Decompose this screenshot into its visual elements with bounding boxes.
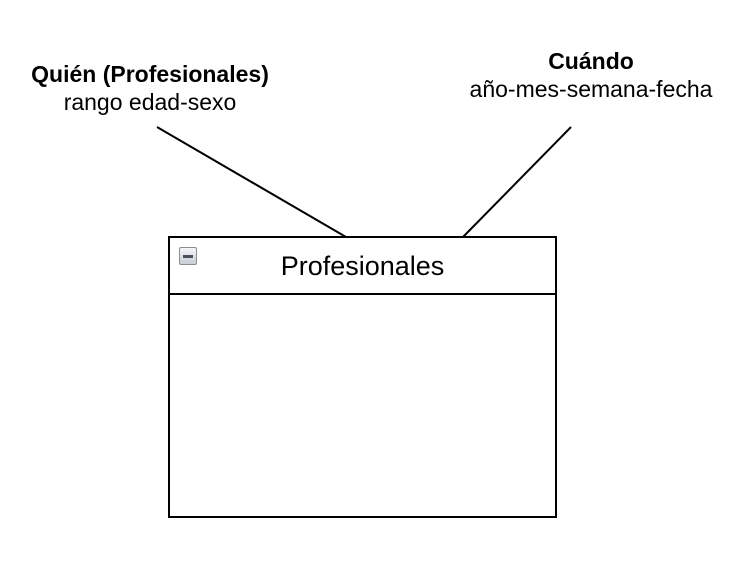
when-subtitle: año-mes-semana-fecha xyxy=(469,76,713,102)
who-title: Quién (Profesionales) xyxy=(31,61,269,87)
entity-title: Profesionales xyxy=(280,251,445,281)
when-annotation: Cuándo año-mes-semana-fecha xyxy=(440,47,742,103)
entity-body xyxy=(170,295,555,516)
connector-when xyxy=(462,126,572,238)
connector-who xyxy=(156,126,347,238)
entity-header: Profesionales xyxy=(170,238,555,295)
who-subtitle: rango edad-sexo xyxy=(63,89,237,115)
when-title: Cuándo xyxy=(548,48,634,74)
who-annotation: Quién (Profesionales) rango edad-sexo xyxy=(0,60,300,116)
entity-box-profesionales[interactable]: Profesionales xyxy=(168,236,557,518)
collapse-icon[interactable] xyxy=(179,247,197,265)
